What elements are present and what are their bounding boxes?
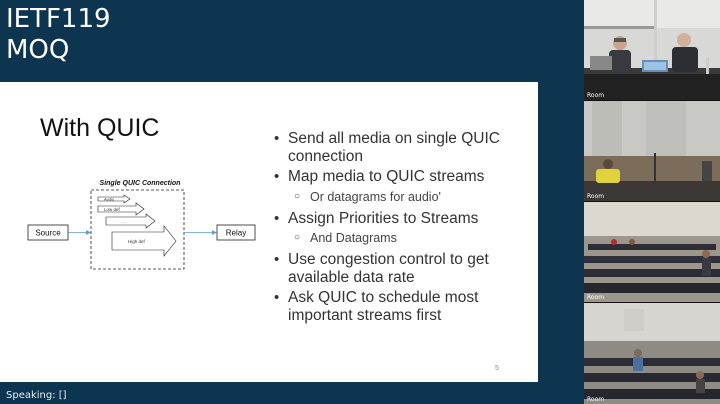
- bullet-item: Map media to QUIC streams: [274, 168, 530, 186]
- session-name: IETF119: [6, 4, 111, 34]
- stream-label-low-def: Low def: [104, 207, 121, 212]
- stream-label-mid: ...: [122, 219, 125, 224]
- bullet-item: Ask QUIC to schedule most important stre…: [274, 289, 530, 324]
- slide-heading: With QUIC: [40, 114, 160, 142]
- sub-bullet-item: Or datagrams for audio': [274, 189, 530, 205]
- stream-arrow-audio: [97, 194, 131, 204]
- source-label: Source: [35, 229, 61, 238]
- feed-label: Room: [587, 193, 605, 200]
- quic-diagram: Single QUIC Connection Source Relay Audi…: [24, 177, 264, 287]
- video-feed-room-1[interactable]: Room: [584, 101, 720, 201]
- session-group: MOQ: [6, 35, 70, 65]
- stream-arrow-high-def: [111, 225, 177, 257]
- speaking-status: Speaking: []: [6, 390, 67, 401]
- video-feed-room-3[interactable]: Room: [584, 303, 720, 404]
- sub-bullet-item: And Datagrams: [274, 230, 530, 246]
- feed-label: Room: [587, 92, 605, 99]
- session-title: IETF119 MOQ: [6, 4, 111, 66]
- relay-label: Relay: [226, 229, 246, 238]
- feed-image-room-3: [584, 303, 720, 404]
- video-feed-speakers[interactable]: Room: [584, 0, 720, 100]
- feed-label: Room: [587, 396, 605, 403]
- stream-label-audio: Audio: [104, 197, 115, 202]
- presentation-slide: With QUIC Single QUIC Connection Source …: [0, 82, 538, 382]
- diagram-svg: Single QUIC Connection Source Relay Audi…: [27, 180, 256, 270]
- bullet-item: Send all media on single QUIC connection: [274, 130, 530, 165]
- video-feed-room-2[interactable]: Room: [584, 202, 720, 302]
- relay-box: [216, 224, 256, 241]
- bullet-list: Send all media on single QUIC connection…: [274, 130, 530, 327]
- quic-connection-box: [90, 189, 185, 270]
- feed-image-room-1: [584, 101, 720, 201]
- bullet-item: Use congestion control to get available …: [274, 251, 530, 286]
- feed-label: Room: [587, 294, 605, 301]
- feed-image-speakers: [584, 0, 720, 100]
- stream-label-high-def: High def: [128, 239, 146, 244]
- slide-page-number: 5: [495, 365, 499, 372]
- bullet-item: Assign Priorities to Streams: [274, 210, 530, 228]
- diagram-title: Single QUIC Connection: [100, 180, 181, 187]
- stream-arrow-low-def: [97, 202, 145, 216]
- video-feed-column: Room Room: [584, 0, 720, 404]
- stream-arrow-mid: [105, 213, 156, 229]
- feed-image-room-2: [584, 202, 720, 302]
